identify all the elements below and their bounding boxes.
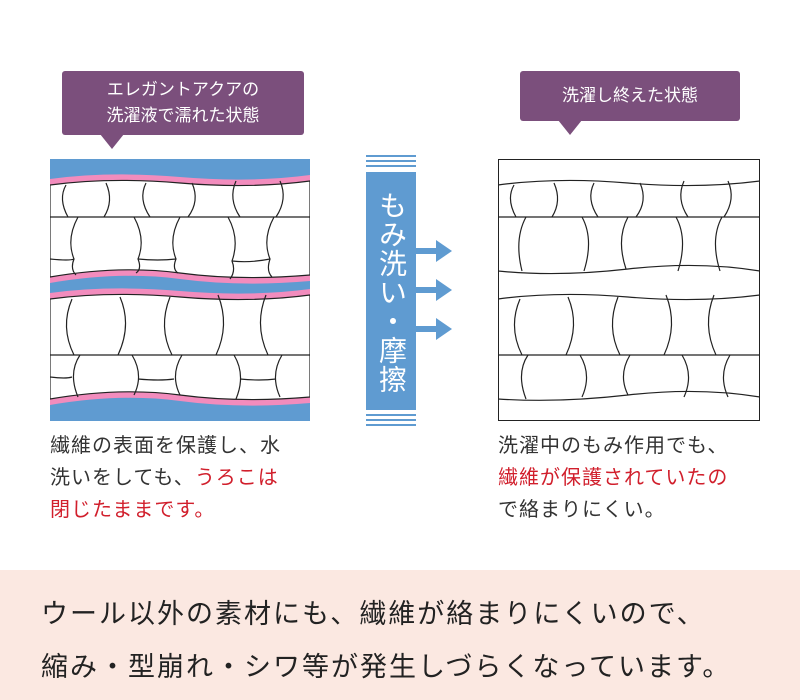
left-label-line-2: 洗濯液で濡れた状態 <box>106 106 260 126</box>
footer-line-1: ウール以外の素材にも、繊維が絡まりにくいので、 <box>41 599 706 630</box>
footer-summary: ウール以外の素材にも、繊維が絡まりにくいので、 縮み・型崩れ・シワ等が発生しづら… <box>0 570 800 700</box>
process-banner: もみ洗い・摩擦 <box>366 155 416 427</box>
left-caption-line-2-normal: 洗いをしても、 <box>50 465 195 489</box>
left-caption-line-1: 繊維の表面を保護し、水 <box>50 433 281 457</box>
right-caption-line-2: 繊維が保護されていたの <box>498 465 729 489</box>
left-state-label: エレガントアクアの 洗濯液で濡れた状態 <box>62 71 304 149</box>
right-label-text: 洗濯し終えた状態 <box>562 86 698 106</box>
process-label: もみ洗い・摩擦 <box>375 190 408 394</box>
left-caption-line-2-red: うろこは <box>194 465 279 489</box>
left-caption-line-3: 閉じたままです。 <box>50 497 216 521</box>
left-caption-line-2: 洗いをしても、うろこは <box>50 461 320 493</box>
process-banner-body: もみ洗い・摩擦 <box>366 172 416 410</box>
arrow-right-icon <box>416 240 452 262</box>
footer-line-2: 縮み・型崩れ・シワ等が発生しづらくなっています。 <box>41 652 732 683</box>
right-state-label: 洗濯し終えた状態 <box>520 71 740 135</box>
right-caption-line-3: で絡まりにくい。 <box>498 497 666 521</box>
arrow-right-icon <box>416 318 452 340</box>
right-caption: 洗濯中のもみ作用でも、 繊維が保護されていたの で絡まりにくい。 <box>498 429 778 525</box>
left-caption: 繊維の表面を保護し、水 洗いをしても、うろこは 閉じたままです。 <box>50 429 320 525</box>
washed-fiber-illustration <box>498 159 760 421</box>
left-label-line-1: エレガントアクアの <box>106 80 260 100</box>
arrow-right-icon <box>416 279 452 301</box>
wet-fiber-illustration <box>50 159 310 421</box>
right-caption-line-1: 洗濯中のもみ作用でも、 <box>498 433 729 457</box>
